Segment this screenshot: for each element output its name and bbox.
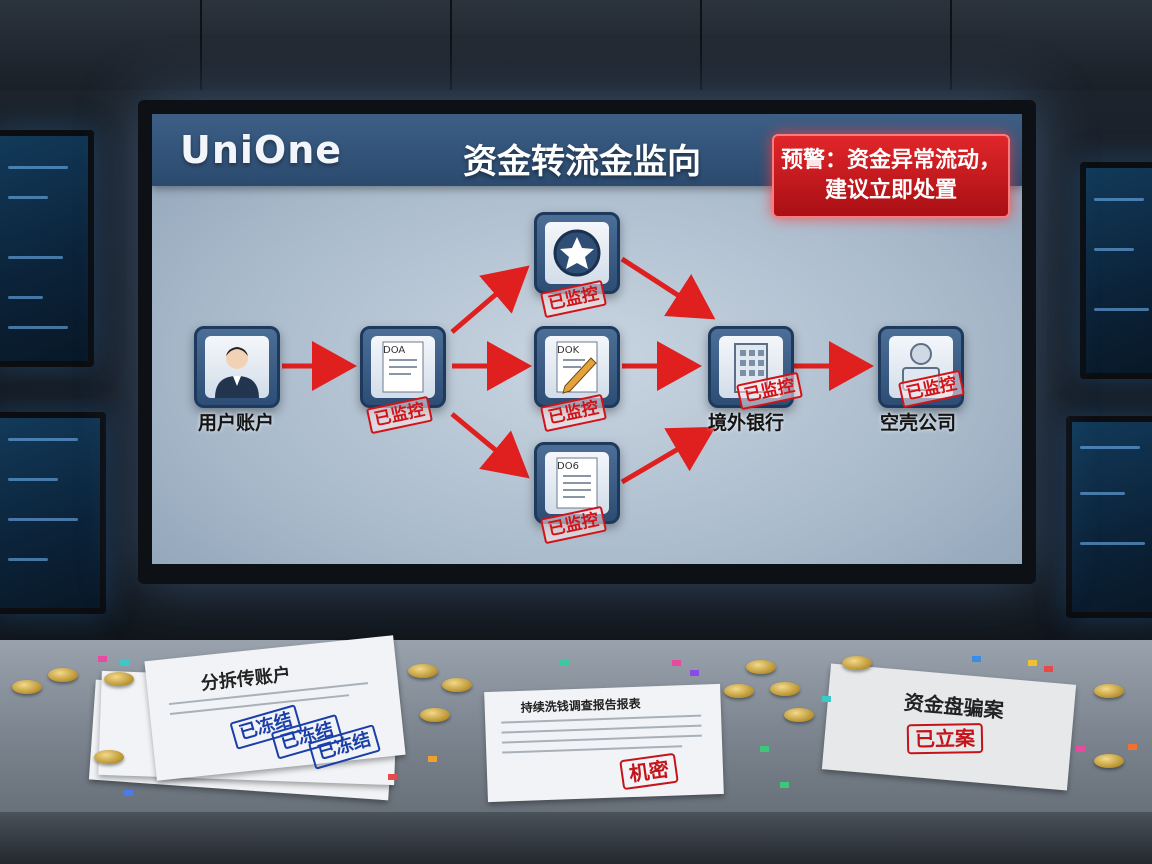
book-title: 资金盘骗案	[902, 690, 1005, 723]
user-avatar-icon	[215, 347, 259, 398]
confetti	[98, 656, 107, 662]
main-display: UniOne 资金转流金监向 预警：资金异常流动， 建议立即处置	[138, 100, 1036, 584]
doc-title: 分拆传账户	[199, 664, 292, 695]
confetti	[1044, 666, 1053, 672]
ceiling	[0, 0, 1152, 90]
alert-line-1: 预警：资金异常流动，	[780, 148, 1001, 173]
doc-code: DOA	[383, 345, 406, 356]
arrow-star-to-bank	[620, 256, 716, 320]
doc-title: 持续洗钱调查报告报表	[520, 696, 641, 715]
confetti	[120, 660, 129, 666]
arrow-doc-a-to-star	[450, 265, 530, 334]
brand-logo: UniOne	[180, 128, 343, 172]
document-pen-icon	[556, 341, 598, 394]
node-doc-a[interactable]: DOA	[360, 326, 446, 408]
confetti	[972, 656, 981, 662]
doc-code: DO6	[557, 461, 579, 472]
confetti	[672, 660, 681, 666]
ceiling-seam	[200, 0, 202, 90]
gold-coin	[104, 672, 134, 686]
confetti	[428, 756, 437, 762]
star-badge-icon	[553, 229, 601, 277]
node-doc-b[interactable]: DOK	[534, 326, 620, 408]
side-monitor-right-bottom	[1066, 416, 1152, 618]
flow-arrows	[282, 256, 874, 485]
node-star[interactable]	[534, 212, 620, 294]
confidential-report[interactable]: 持续洗钱调查报告报表 机密	[484, 683, 724, 803]
side-monitor-left-top	[0, 130, 94, 367]
document-icon	[556, 457, 598, 509]
ceiling-seam	[700, 0, 702, 90]
gold-coin	[408, 664, 438, 678]
label-shell-company: 空壳公司	[880, 412, 957, 434]
gold-coin	[94, 750, 124, 764]
alert-banner[interactable]: 预警：资金异常流动， 建议立即处置	[772, 134, 1010, 218]
desk-edge	[0, 812, 1152, 864]
label-overseas-bank: 境外银行	[708, 412, 785, 434]
confetti	[560, 660, 569, 666]
confetti	[388, 774, 397, 780]
confetti	[760, 746, 769, 752]
gold-coin	[1094, 684, 1124, 698]
case-file-book[interactable]: 资金盘骗案 已立案	[821, 663, 1077, 791]
confetti	[780, 782, 789, 788]
flow-diagram-screen: UniOne 资金转流金监向 预警：资金异常流动， 建议立即处置	[152, 114, 1022, 564]
gold-coin	[420, 708, 450, 722]
doc-code: DOK	[557, 345, 580, 356]
node-doc-c[interactable]: DO6	[534, 442, 620, 524]
document-icon	[382, 341, 424, 393]
gold-coin	[1094, 754, 1124, 768]
gold-coin	[442, 678, 472, 692]
label-user-account: 用户账户	[198, 412, 275, 434]
gold-coin	[48, 668, 78, 682]
confetti	[124, 790, 133, 796]
gold-coin	[12, 680, 42, 694]
screen-title: 资金转流金监向	[463, 142, 701, 182]
confetti	[690, 670, 699, 676]
side-monitor-right-top	[1080, 162, 1152, 379]
ceiling-seam	[450, 0, 452, 90]
confetti	[822, 696, 831, 702]
ceiling-seam	[950, 0, 952, 90]
gold-coin	[842, 656, 872, 670]
alert-line-2: 建议立即处置	[824, 178, 957, 203]
arrow-doc-c-to-bank	[620, 426, 716, 485]
stamp-filed: 已立案	[906, 723, 984, 755]
side-monitor-left-bottom	[0, 412, 106, 614]
confetti	[1076, 746, 1085, 752]
stamp-confidential: 机密	[619, 752, 679, 791]
confetti	[1128, 744, 1137, 750]
gold-coin	[770, 682, 800, 696]
gold-coin	[724, 684, 754, 698]
confetti	[1028, 660, 1037, 666]
arrow-doc-a-to-doc-c	[450, 412, 530, 479]
gold-coin	[784, 708, 814, 722]
node-user-account[interactable]	[194, 326, 280, 408]
gold-coin	[746, 660, 776, 674]
